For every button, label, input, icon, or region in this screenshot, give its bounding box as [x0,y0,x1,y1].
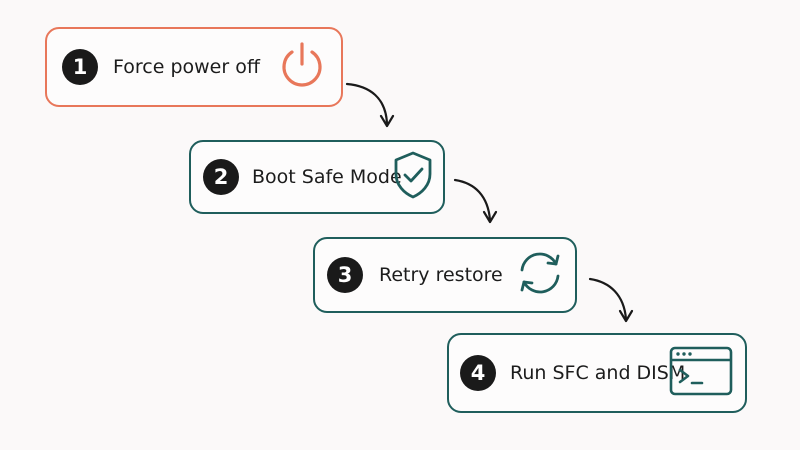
refresh-icon [513,246,567,304]
step-number-badge: 4 [460,355,496,391]
step-retry-restore: 3 Retry restore [313,237,577,313]
step-label: Force power off [113,56,260,78]
arrow-step-1-to-2 [345,82,395,128]
step-number-badge: 3 [327,257,363,293]
power-icon [275,38,329,96]
step-run-sfc-dism: 4 Run SFC and DISM [447,333,747,413]
step-label: Retry restore [379,264,503,286]
arrow-step-2-to-3 [453,178,498,224]
step-force-power-off: 1 Force power off [45,27,343,107]
arrow-step-3-to-4 [588,277,634,323]
terminal-window-icon [668,345,734,401]
step-number-badge: 1 [62,49,98,85]
step-number-badge: 2 [203,159,239,195]
step-boot-safe-mode: 2 Boot Safe Mode [189,140,445,214]
shield-check-icon [391,150,435,204]
step-label: Boot Safe Mode [252,166,402,188]
step-label: Run SFC and DISM [510,362,686,384]
